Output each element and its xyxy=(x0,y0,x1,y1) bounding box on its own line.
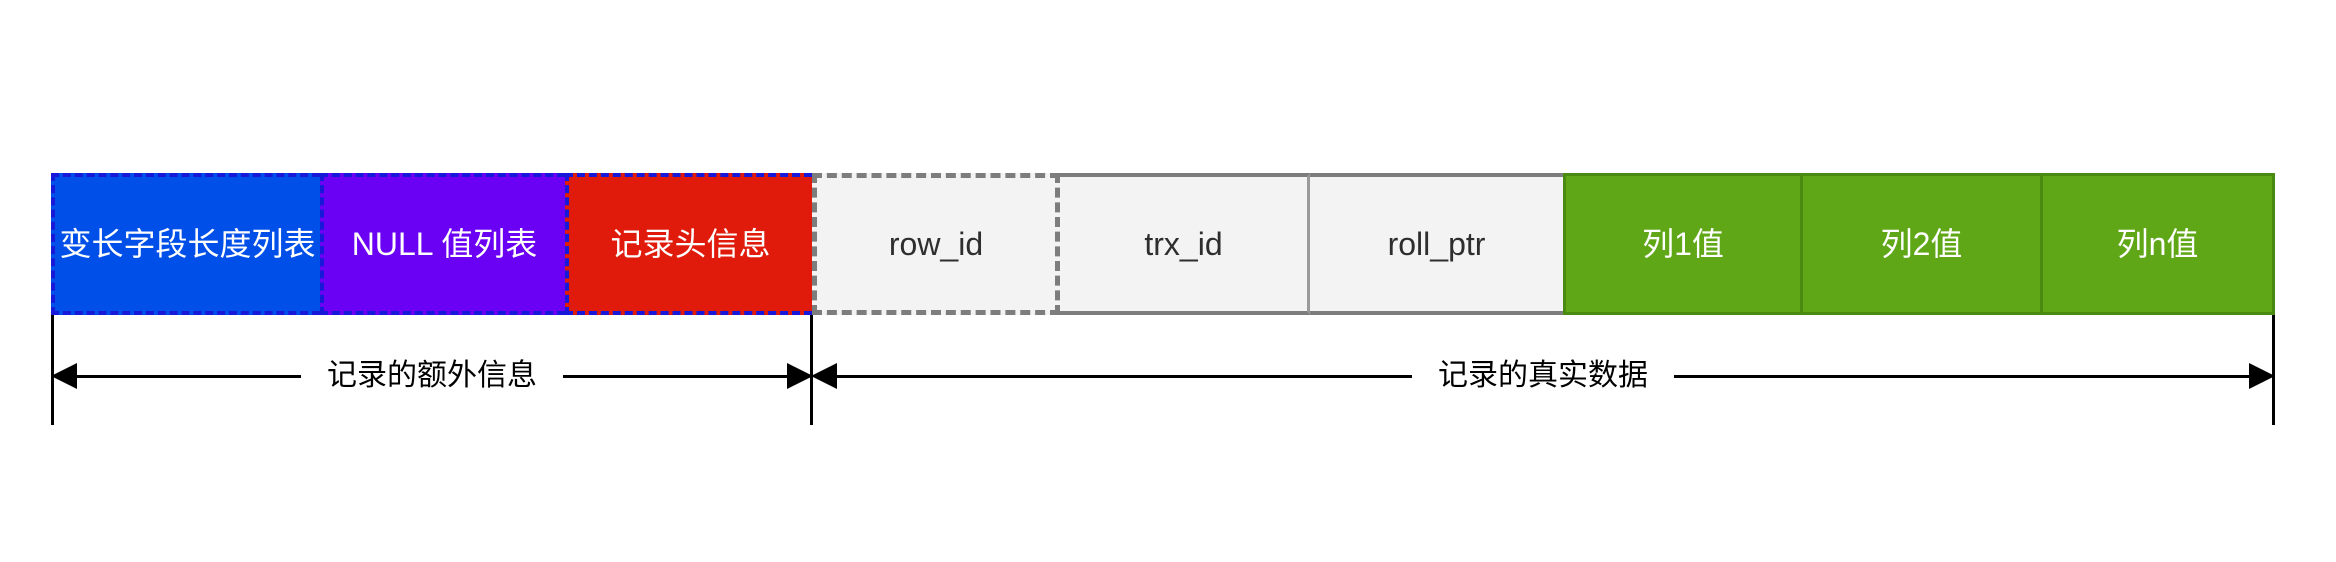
arrow-right-icon xyxy=(2249,363,2275,389)
segment-record-header: 记录头信息 xyxy=(565,173,812,315)
arrow-left-icon xyxy=(811,363,837,389)
segment-label: 变长字段长度列表 xyxy=(59,226,316,262)
dimension-line xyxy=(1674,374,2249,378)
record-layout-band: 变长字段长度列表 NULL 值列表 记录头信息 row_id trx_id ro… xyxy=(51,173,2275,315)
segment-column-n-value: 列n值 xyxy=(2040,173,2275,315)
segment-variable-length-field-list: 变长字段长度列表 xyxy=(51,173,320,315)
dimension-real-data: 记录的真实数据 xyxy=(811,353,2275,399)
segment-trx-id: trx_id xyxy=(1060,173,1310,315)
dimension-line xyxy=(837,374,1412,378)
segment-null-value-list: NULL 值列表 xyxy=(320,173,565,315)
segment-label: roll_ptr xyxy=(1387,226,1486,262)
arrow-right-icon xyxy=(787,363,813,389)
segment-label: NULL 值列表 xyxy=(351,226,538,262)
segment-label: 记录头信息 xyxy=(610,226,771,262)
segment-label: 列1值 xyxy=(1642,226,1724,262)
dimension-line xyxy=(77,374,301,378)
arrow-left-icon xyxy=(51,363,77,389)
segment-row-id: row_id xyxy=(812,173,1060,315)
dimension-extra-info: 记录的额外信息 xyxy=(51,353,813,399)
segment-column-1-value: 列1值 xyxy=(1563,173,1800,315)
dimension-label-real-data: 记录的真实数据 xyxy=(1438,359,1648,392)
segment-label: row_id xyxy=(888,226,984,262)
segment-label: 列n值 xyxy=(2116,226,2199,262)
segment-label: 列2值 xyxy=(1880,226,1963,262)
segment-column-2-value: 列2值 xyxy=(1800,173,2040,315)
segment-label: trx_id xyxy=(1144,226,1223,262)
dimension-label-extra-info: 记录的额外信息 xyxy=(327,359,537,392)
dimension-line xyxy=(563,374,787,378)
segment-roll-ptr: roll_ptr xyxy=(1310,173,1563,315)
